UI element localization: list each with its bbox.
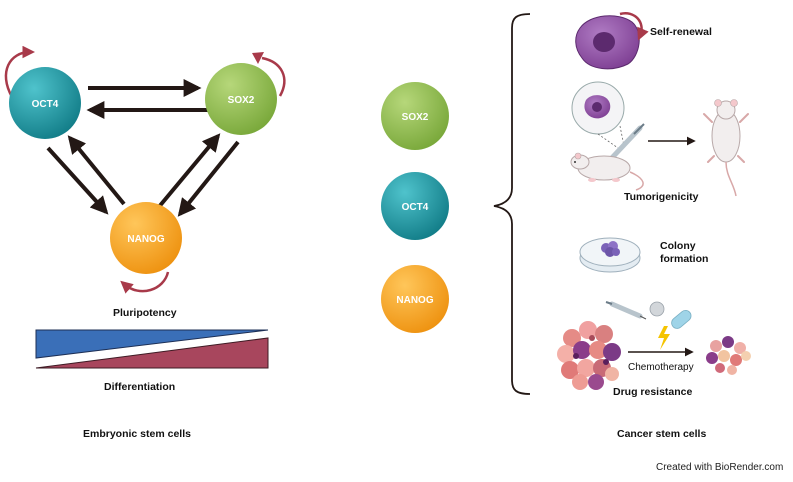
petri-dish-icon	[579, 237, 641, 273]
arrow-oct4-to-nanog	[46, 146, 109, 215]
csc-nodes: SOX2 OCT4 NANOG	[381, 82, 449, 333]
self-renewal-cell-icon	[575, 11, 649, 70]
lightning-icon	[658, 326, 670, 350]
node-nanog-label: NANOG	[127, 234, 164, 245]
mouse-top-icon	[703, 99, 749, 197]
csc-node-sox2-label: SOX2	[402, 112, 429, 123]
tumorigenicity-label: Tumorigenicity	[624, 191, 699, 203]
self-renewal-label: Self-renewal	[650, 26, 712, 38]
drug-resistance-illustration	[557, 301, 751, 390]
node-sox2-label: SOX2	[228, 95, 255, 106]
csc-node-oct4-label: OCT4	[402, 202, 429, 213]
tumorigenicity-illustration	[570, 81, 749, 197]
colony-label-line1: Colony	[660, 240, 696, 252]
arrow-nanog-to-sox2	[156, 133, 221, 210]
tumor-cluster-icon	[557, 321, 621, 390]
loop-sox2	[261, 56, 286, 97]
chemo-syringe-icon	[605, 301, 647, 320]
csc-node-sox2	[381, 82, 449, 150]
arrow-nanog-to-oct4	[67, 135, 126, 206]
csc-node-nanog	[381, 265, 449, 333]
biorender-credit: Created with BioRender.com	[656, 462, 784, 473]
arrow-sox2-to-nanog	[177, 140, 240, 217]
loop-nanog	[120, 271, 170, 294]
csc-footer-label: Cancer stem cells	[617, 428, 707, 440]
node-sox2	[205, 63, 277, 135]
pluripotency-wedge	[35, 329, 269, 359]
node-oct4-label: OCT4	[32, 99, 59, 110]
colony-label-line2: formation	[660, 253, 709, 265]
esc-network: OCT4 SOX2 NANOG	[4, 45, 286, 294]
differentiation-wedge	[35, 337, 269, 369]
loop-sox2-head	[252, 52, 264, 64]
drug-resistance-label: Drug resistance	[613, 386, 693, 398]
pluripotency-label: Pluripotency	[113, 307, 177, 319]
differentiation-label: Differentiation	[104, 381, 176, 393]
mouse-side-icon	[570, 152, 644, 191]
chemotherapy-label: Chemotherapy	[628, 362, 694, 373]
csc-node-oct4	[381, 172, 449, 240]
brace	[493, 13, 531, 395]
node-oct4	[9, 67, 81, 139]
csc-node-nanog-label: NANOG	[396, 295, 433, 306]
resistant-cluster-icon	[706, 336, 751, 375]
esc-footer-label: Embryonic stem cells	[83, 428, 191, 440]
loop-oct4	[4, 45, 35, 98]
pill-icon	[649, 301, 665, 317]
node-nanog	[110, 202, 182, 274]
capsule-icon	[671, 309, 692, 329]
